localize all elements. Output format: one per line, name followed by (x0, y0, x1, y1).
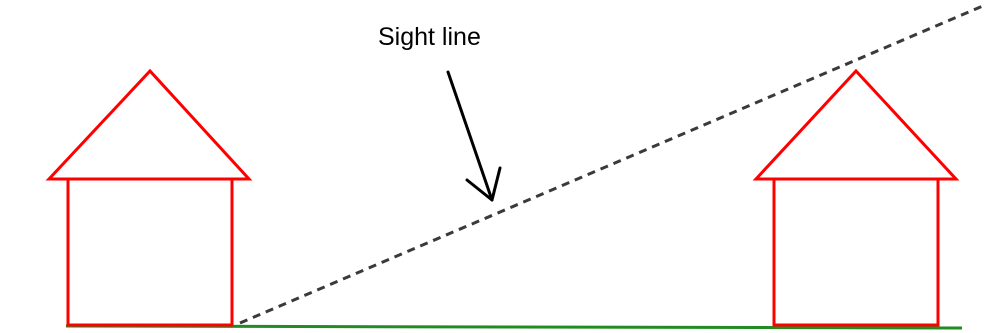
sight-line (239, 3, 986, 325)
sight-line-label: Sight line (378, 23, 481, 51)
arrow-shaft (446, 70, 494, 202)
arrow-head (465, 166, 502, 202)
right-house (752, 68, 960, 327)
right-house-wall (772, 177, 940, 327)
left-house (45, 68, 253, 327)
label-arrow (446, 70, 502, 202)
left-house-roof (45, 68, 253, 181)
left-house-wall (66, 177, 234, 327)
right-house-roof (752, 68, 960, 181)
